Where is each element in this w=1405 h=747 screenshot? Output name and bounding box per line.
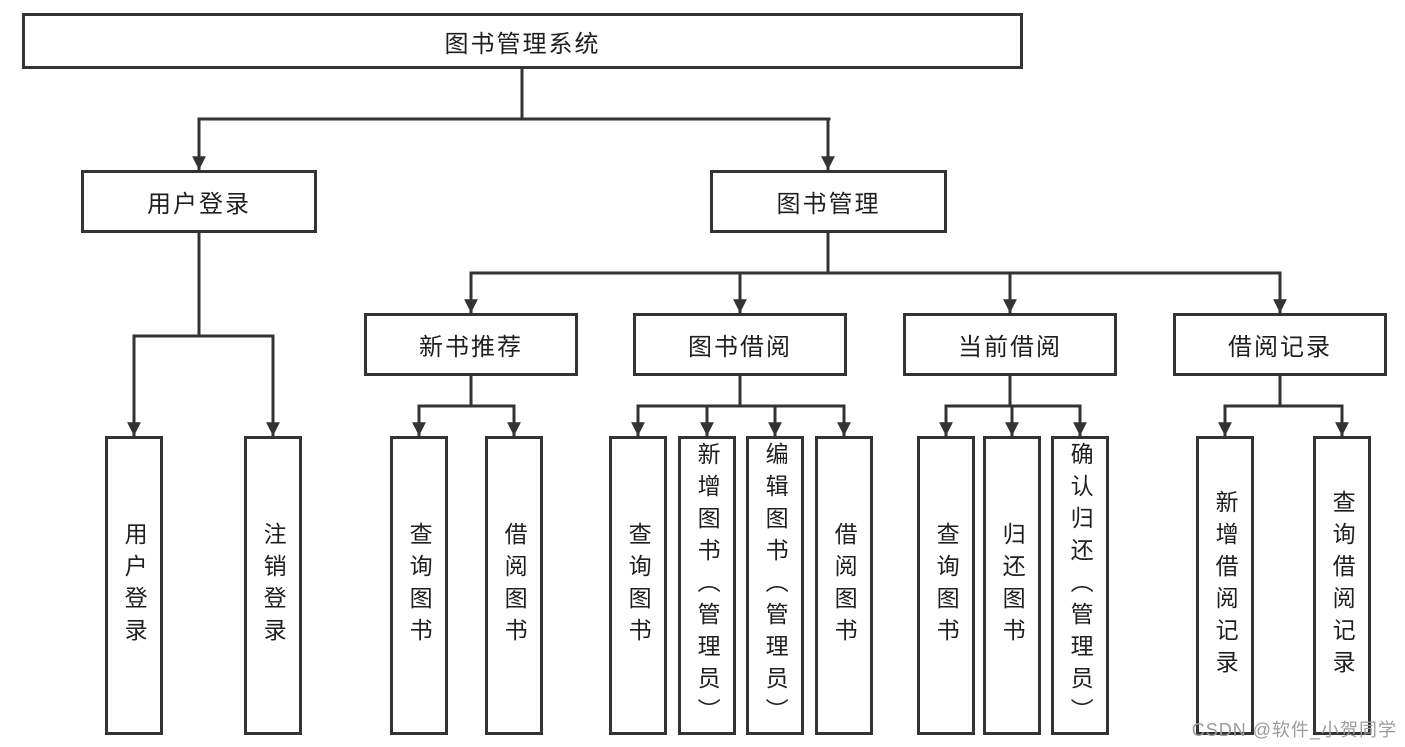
leaf-query-book-recommend: 查询图书: [390, 436, 448, 735]
node-root-label: 图书管理系统: [444, 30, 601, 58]
leaf-return-book: 归还图书: [983, 436, 1041, 735]
leaf-user-login-label: 用户登录: [121, 521, 148, 650]
leaf-query-book-borrow-label: 查询图书: [625, 521, 652, 650]
leaf-borrow-book-label: 借阅图书: [831, 521, 858, 650]
leaf-add-borrow-record-label: 新增借阅记录: [1212, 489, 1239, 682]
leaf-borrow-book-recommend: 借阅图书: [485, 436, 543, 735]
leaf-add-book-admin-label: 新增图书（管理员）: [694, 441, 721, 730]
node-user-login-label: 用户登录: [147, 191, 251, 218]
leaf-confirm-return-admin-label: 确认归还（管理员）: [1067, 441, 1094, 730]
leaf-user-login: 用户登录: [105, 436, 163, 735]
leaf-edit-book-admin-label: 编辑图书（管理员）: [762, 441, 789, 730]
node-new-book-recommend-label: 新书推荐: [419, 334, 523, 361]
leaf-return-book-label: 归还图书: [999, 521, 1026, 650]
leaf-borrow-book-recommend-label: 借阅图书: [501, 521, 528, 650]
leaf-query-borrow-record-label: 查询借阅记录: [1329, 489, 1356, 682]
leaf-query-book-current: 查询图书: [917, 436, 975, 735]
node-root: 图书管理系统: [22, 13, 1023, 69]
node-borrow-records-label: 借阅记录: [1228, 334, 1332, 361]
node-book-management-label: 图书管理: [776, 191, 881, 218]
node-current-borrow: 当前借阅: [903, 313, 1117, 376]
leaf-edit-book-admin: 编辑图书（管理员）: [746, 436, 804, 735]
leaf-confirm-return-admin: 确认归还（管理员）: [1051, 436, 1109, 735]
node-book-borrow: 图书借阅: [633, 313, 847, 376]
csdn-watermark: CSDN @软件_小贺同学: [1191, 720, 1397, 740]
node-borrow-records: 借阅记录: [1173, 313, 1387, 376]
leaf-logout-label: 注销登录: [260, 521, 287, 650]
leaf-query-borrow-record: 查询借阅记录: [1313, 436, 1371, 735]
leaf-query-book-borrow: 查询图书: [609, 436, 667, 735]
leaf-add-borrow-record: 新增借阅记录: [1196, 436, 1254, 735]
leaf-query-book-recommend-label: 查询图书: [406, 521, 433, 650]
node-user-login: 用户登录: [81, 170, 317, 233]
leaf-add-book-admin: 新增图书（管理员）: [678, 436, 736, 735]
node-new-book-recommend: 新书推荐: [364, 313, 578, 376]
node-book-management: 图书管理: [710, 170, 947, 233]
leaf-logout: 注销登录: [244, 436, 302, 735]
leaf-borrow-book: 借阅图书: [815, 436, 873, 735]
node-current-borrow-label: 当前借阅: [958, 334, 1062, 361]
leaf-query-book-current-label: 查询图书: [933, 521, 960, 650]
node-book-borrow-label: 图书借阅: [688, 334, 792, 361]
